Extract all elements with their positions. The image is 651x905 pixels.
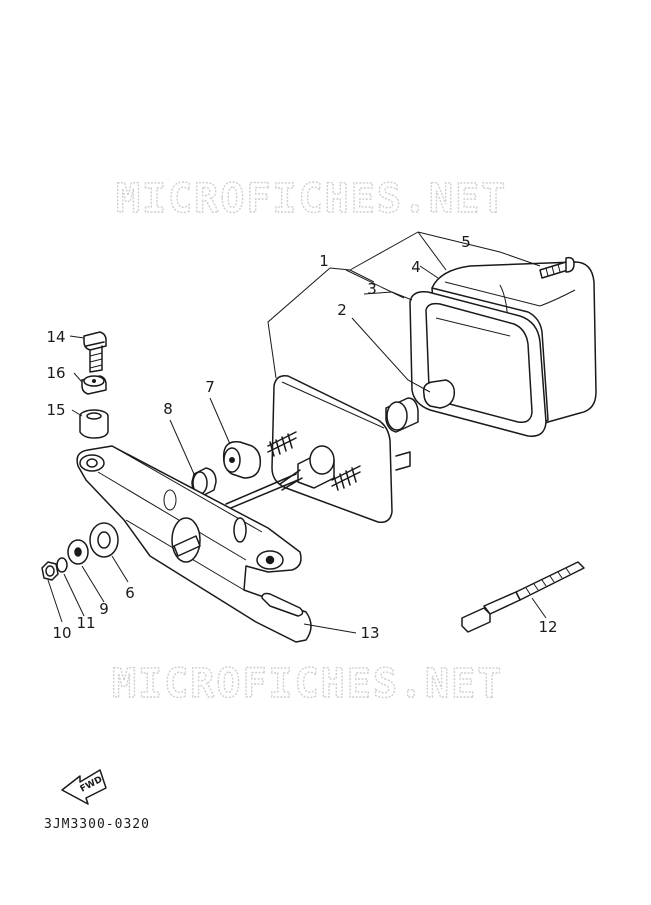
callout-10: 10 [52,624,71,642]
callout-15-16-label-16: 16 [46,364,65,382]
taillight-bracket [76,445,312,643]
forward-arrow-icon [61,769,107,805]
callout-2: 2 [337,301,347,319]
rubber-damper [79,409,109,439]
diagram-code: 3JM3300-0320 [44,817,150,832]
callout-12: 12 [538,618,557,636]
callout-4: 4 [411,258,421,276]
callout-5: 5 [461,233,471,251]
small-collar [81,375,107,395]
lens-screw [539,256,575,279]
leader-lines [47,231,547,634]
forward-direction-badge: FWD [61,769,107,805]
grommet [222,440,262,479]
callout-3: 3 [367,280,377,298]
watermark-bottom: MICROFICHES.NET [112,661,503,707]
spring-washer [56,557,68,573]
plain-washer [67,539,89,565]
callout-15: 15 [46,401,65,419]
taillight-base-plate [225,374,411,524]
hex-nut [41,561,59,581]
callout-14: 14 [46,328,65,346]
watermark-top: MICROFICHES.NET [116,176,507,222]
callout-8: 8 [163,400,173,418]
callout-6: 6 [125,584,135,602]
flange-bolt [83,331,107,373]
callout-9: 9 [99,600,109,618]
thick-washer [89,522,119,558]
callout-11: 11 [76,614,95,632]
callout-13: 13 [360,624,379,642]
collar [191,467,217,497]
callout-1: 1 [319,252,329,270]
callout-7: 7 [205,378,215,396]
tail-bulb [385,379,456,433]
cable-tie [461,561,585,633]
